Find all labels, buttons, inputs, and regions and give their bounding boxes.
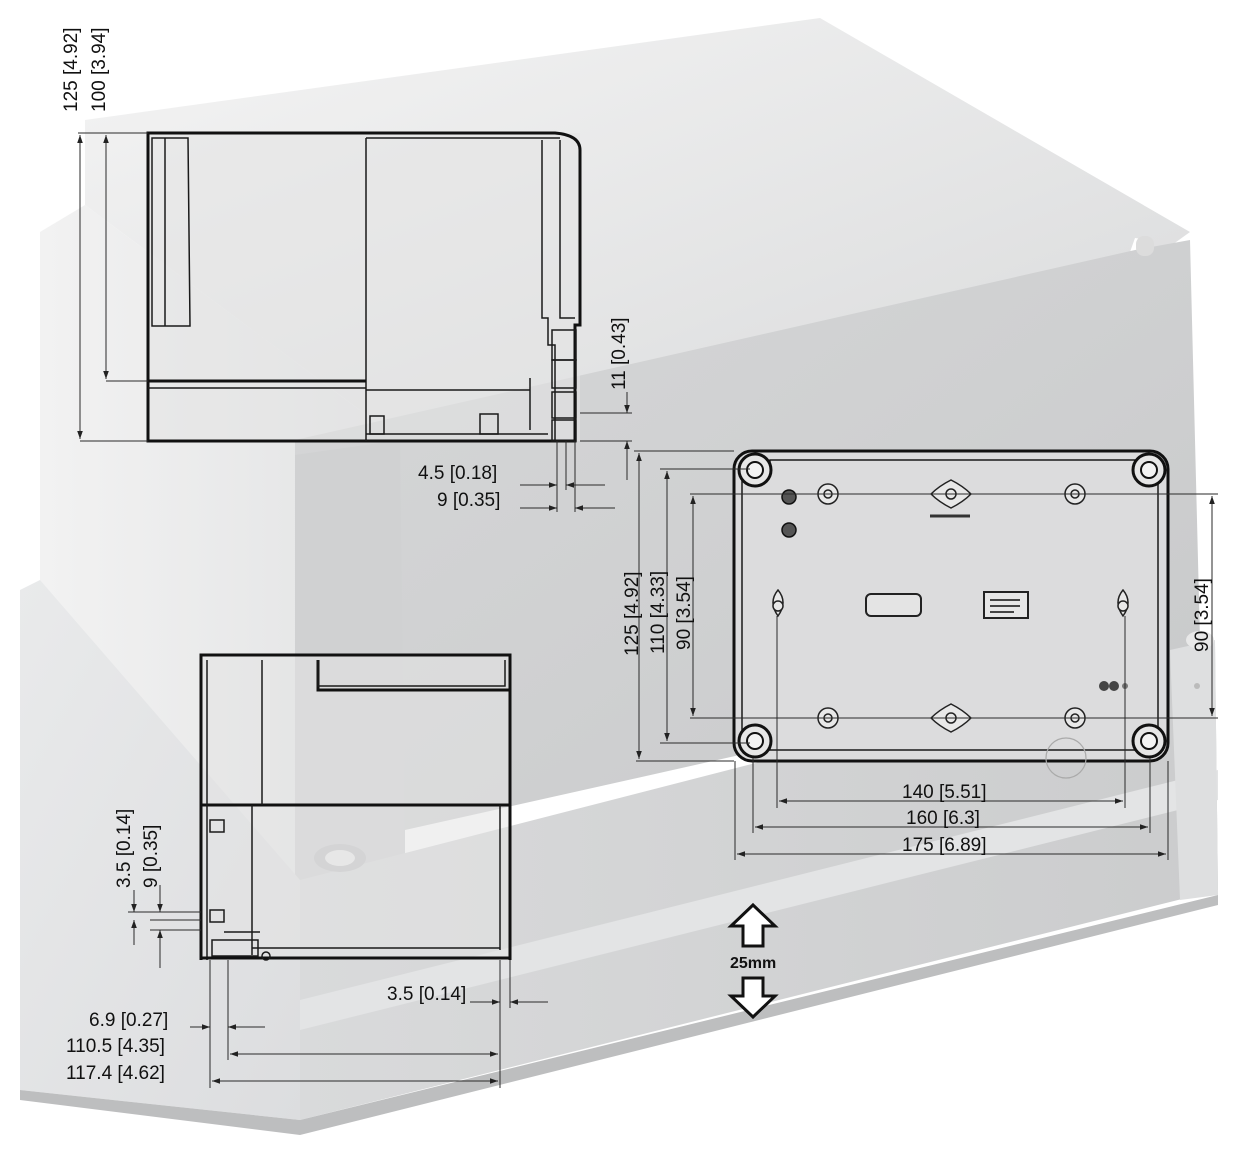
lid-adjust-arrows: [727, 902, 779, 1020]
dim-lid-height-3-label: 90 [3.54]: [674, 576, 695, 650]
dim-small-2-label: 9 [0.35]: [141, 825, 162, 888]
side-view-bottom: [199, 653, 512, 961]
dim-floor-label: 3.5 [0.14]: [387, 984, 466, 1005]
dim-lid-width-3-label: 175 [6.89]: [902, 835, 987, 856]
dim-small-1-label: 3.5 [0.14]: [114, 809, 135, 888]
dim-depth-2-label: 110.5 [4.35]: [66, 1036, 165, 1057]
corner-screw: [1131, 723, 1167, 759]
dim-lid-height-1-label: 125 [4.92]: [622, 571, 643, 656]
dim-wall-2-label: 9 [0.35]: [437, 490, 500, 511]
side-view-bottom-dimensions: [128, 885, 548, 1088]
arrow-up-icon: [727, 902, 779, 948]
corner-screw: [1131, 452, 1167, 488]
corner-screw: [737, 452, 773, 488]
dim-lid-height-2-label: 110 [4.33]: [648, 571, 669, 654]
dim-lid-width-1-label: 140 [5.51]: [902, 782, 987, 803]
top-view-dimensions: [634, 450, 1218, 860]
side-view-top: [146, 131, 582, 443]
dim-depth-3-label: 117.4 [4.62]: [66, 1063, 165, 1084]
side-view-top-dimensions: [77, 132, 632, 512]
dim-lid-width-2-label: 160 [6.3]: [906, 808, 980, 829]
dim-height-total-label: 125 [4.92]: [61, 27, 82, 112]
top-view: [732, 449, 1170, 779]
arrow-down-icon: [727, 976, 779, 1020]
corner-screw: [737, 723, 773, 759]
dim-wall-1-label: 4.5 [0.18]: [418, 463, 497, 484]
dim-lid-step-label: 11 [0.43]: [609, 317, 630, 390]
dim-height-base-label: 100 [3.94]: [89, 27, 110, 112]
lid-adjust-label: 25mm: [730, 955, 776, 972]
dim-depth-1-label: 6.9 [0.27]: [89, 1010, 168, 1031]
dim-lid-height-right-label: 90 [3.54]: [1192, 578, 1213, 652]
